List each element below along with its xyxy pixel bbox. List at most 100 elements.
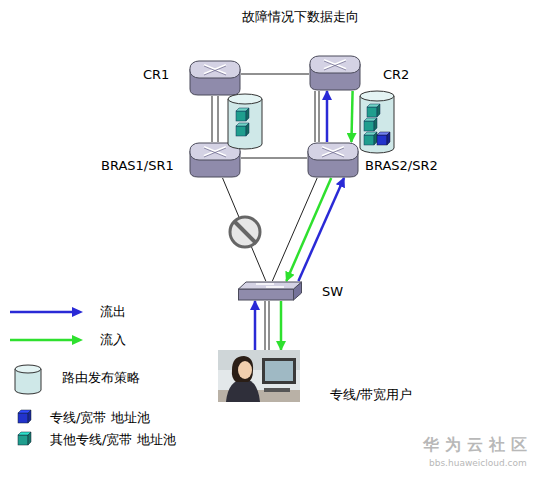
person-hair bbox=[232, 356, 253, 382]
cube-top bbox=[377, 132, 390, 135]
pool-cube bbox=[236, 123, 249, 136]
pool-cube-own bbox=[377, 132, 390, 145]
switch-icon bbox=[238, 281, 302, 301]
cylinder-top bbox=[360, 91, 394, 101]
legend-arrow-sample bbox=[10, 306, 84, 318]
cylinder-top bbox=[15, 365, 41, 373]
legend-text: 其他专线/宽带 地址池 bbox=[50, 432, 176, 448]
cube-front bbox=[367, 107, 377, 117]
flow-arrow bbox=[326, 91, 329, 142]
cube-top bbox=[236, 108, 249, 111]
legend-arrow-line bbox=[10, 339, 74, 342]
cube-side bbox=[387, 132, 390, 145]
cube-top bbox=[367, 104, 380, 107]
cube-side bbox=[28, 432, 31, 445]
cube-side bbox=[374, 118, 377, 131]
pool-cube bbox=[364, 132, 377, 145]
cube-top bbox=[364, 118, 377, 121]
router-node: CR2 bbox=[309, 55, 361, 91]
legend-text: 路由发布策略 bbox=[62, 370, 140, 386]
legend-arrow-head bbox=[72, 307, 83, 317]
link-line bbox=[315, 91, 319, 142]
legend-cylinder-sample bbox=[14, 364, 44, 396]
photo-bg bbox=[218, 350, 300, 402]
router-arrows-shade bbox=[204, 66, 226, 75]
cube-side bbox=[377, 104, 380, 117]
pool-cube bbox=[364, 118, 377, 131]
pool-cube bbox=[236, 108, 249, 121]
cube-side bbox=[246, 108, 249, 121]
cube-side bbox=[374, 132, 377, 145]
router-top bbox=[308, 143, 358, 160]
flow-arrow bbox=[298, 178, 344, 281]
legend-cube-swatch bbox=[17, 409, 33, 425]
link-line bbox=[212, 96, 218, 142]
node-label: CR2 bbox=[383, 67, 409, 83]
router-node: CR1 bbox=[189, 60, 241, 96]
flow-arrow bbox=[254, 301, 257, 350]
link-line bbox=[223, 178, 266, 281]
monitor-screen bbox=[265, 361, 293, 381]
router-icon bbox=[189, 60, 241, 96]
node-label: 专线/带宽用户 bbox=[330, 387, 412, 403]
diagram-title: 故障情况下数据走向 bbox=[242, 9, 359, 25]
router-top bbox=[190, 61, 240, 78]
link-line bbox=[272, 178, 317, 281]
flow-arrow bbox=[280, 301, 283, 350]
switch-node: SW bbox=[238, 281, 302, 301]
legend-text: 流出 bbox=[100, 304, 126, 320]
legend-arrow-line bbox=[10, 311, 74, 314]
node-label: SW bbox=[322, 284, 343, 300]
cube-front bbox=[364, 121, 374, 131]
router-arrows bbox=[204, 147, 226, 156]
cube-top bbox=[236, 123, 249, 126]
cube-front bbox=[377, 135, 387, 145]
cube-top bbox=[364, 132, 377, 135]
cube-front bbox=[236, 126, 246, 136]
flow-arrow bbox=[351, 91, 352, 142]
link-line bbox=[241, 74, 309, 75]
cube-front bbox=[18, 435, 28, 445]
person-face bbox=[238, 361, 252, 379]
blocked-symbol bbox=[230, 217, 260, 247]
legend-arrow-sample bbox=[10, 334, 84, 346]
node-label: CR1 bbox=[143, 67, 169, 83]
policy-cylinder bbox=[360, 91, 394, 153]
switch-side bbox=[239, 289, 294, 300]
cylinder-top bbox=[228, 94, 262, 104]
router-arrows bbox=[324, 60, 346, 69]
cube-front bbox=[364, 135, 374, 145]
cylinder-body bbox=[228, 99, 262, 149]
router-icon bbox=[189, 142, 241, 178]
switch-top bbox=[239, 282, 302, 289]
router-arrows-shade bbox=[322, 148, 344, 157]
router-arrows-shade bbox=[204, 148, 226, 157]
flow-arrow bbox=[286, 178, 331, 281]
router-top bbox=[310, 56, 360, 73]
cylinder-body bbox=[360, 96, 394, 153]
cube-front bbox=[18, 413, 28, 423]
router-top bbox=[190, 143, 240, 160]
router-arrows bbox=[322, 147, 344, 156]
watermark-text: bbs.huaweicloud.com bbox=[429, 457, 527, 469]
router-arrows-shade bbox=[324, 61, 346, 70]
monitor bbox=[262, 358, 296, 384]
link-line bbox=[265, 301, 269, 350]
cube-side bbox=[246, 123, 249, 136]
policy-cylinder bbox=[228, 94, 262, 149]
pool-cube bbox=[367, 104, 380, 117]
legend-text: 专线/宽带 地址池 bbox=[50, 410, 150, 426]
router-arrows bbox=[204, 65, 226, 74]
cube-side bbox=[28, 410, 31, 423]
user-icon bbox=[218, 350, 300, 402]
watermark-text: 华为云社区 bbox=[423, 435, 533, 454]
cube-front bbox=[236, 111, 246, 121]
legend-arrow-head bbox=[72, 335, 83, 345]
keyboard bbox=[264, 388, 290, 392]
link-line bbox=[241, 158, 307, 159]
router-node: BRAS1/SR1 bbox=[189, 142, 241, 178]
